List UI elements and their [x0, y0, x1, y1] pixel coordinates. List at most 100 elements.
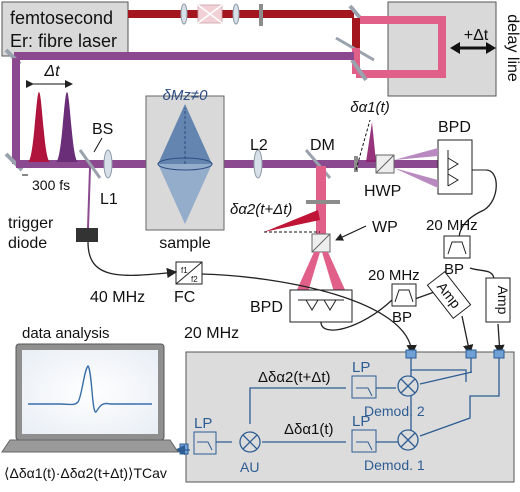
fc-freq-label: 40 MHz — [90, 289, 145, 306]
electronics-box — [185, 351, 515, 483]
sample-cone-lower — [158, 164, 212, 224]
mirror-delay-a — [350, 58, 368, 82]
trigger-diode — [76, 228, 98, 242]
angle1-wedge — [366, 122, 376, 162]
port-out — [179, 443, 189, 455]
fc-f2: f2 — [191, 275, 198, 284]
wollaston-prism-bottom-diag — [311, 233, 331, 253]
correlation-label: ⟨Δδα1(t)·Δδα2(t+Δt)⟩TCav — [4, 465, 167, 481]
laser-label-line1: femtosecond — [10, 8, 113, 28]
lens-l2 — [253, 149, 263, 179]
bandpass-top — [443, 235, 471, 259]
cable-trigger-fc — [87, 241, 178, 279]
bpd-top-beam-b — [394, 168, 438, 188]
laser-box — [1, 1, 129, 57]
bp-mid-label: BP — [392, 309, 412, 326]
demod1-label: Demod. 1 — [364, 457, 425, 473]
cable-amp-right-in — [494, 323, 505, 356]
bpd-top-diodes — [447, 150, 459, 187]
laser-label-line2: Er: fibre laser — [10, 31, 117, 51]
mixer-au-x — [242, 434, 258, 450]
amplifier-right — [485, 277, 511, 323]
cable-bpd-bottom-bp — [320, 299, 393, 331]
cable-amp-left-in — [461, 315, 474, 356]
wp-label: WP — [372, 219, 398, 236]
bandpass-mid-curve — [394, 289, 414, 303]
beam-delay-bottom — [356, 70, 446, 78]
pulse-delay-label: Δt — [43, 63, 60, 80]
correlation-trace — [28, 365, 152, 413]
bpd-bottom-beam-b — [322, 252, 346, 292]
alpha2-label: δα2(t+Δt) — [230, 201, 292, 218]
angle2-wedge — [264, 210, 320, 232]
monitor-screen — [22, 350, 158, 434]
freq-top-label: 20 MHz — [426, 217, 478, 234]
sample-label: sample — [159, 235, 211, 252]
beam-to-trigger — [87, 167, 91, 229]
spf-filter — [259, 4, 263, 26]
mixer-1-x — [400, 432, 416, 448]
au-label: AU — [240, 459, 259, 475]
bpd-bottom-diodes — [298, 299, 344, 311]
wollaston-prism-top-diag — [375, 154, 395, 174]
freq-mid-label: 20 MHz — [368, 267, 420, 284]
bpd-bottom-box — [289, 289, 353, 323]
bandpass-mid — [391, 283, 417, 307]
pulse-width-label: 300 fs — [32, 177, 70, 193]
lowpass-au-curve — [197, 441, 213, 451]
bs-pointer — [93, 137, 103, 153]
lowpass-demod1-curve — [356, 441, 373, 451]
l2-label: L2 — [250, 137, 268, 154]
demod2-label: Demod. 2 — [364, 403, 425, 419]
hwp-top — [354, 156, 358, 172]
pulse-pair — [28, 92, 78, 162]
ppln-lens-left — [180, 3, 188, 25]
amp2-label: Amp — [495, 286, 511, 315]
ppln-hatch — [197, 4, 223, 24]
data-analysis-label: data analysis — [22, 325, 110, 342]
fc-f1: f1 — [181, 266, 188, 275]
alpha1-label: δα1(t) — [350, 99, 389, 116]
hwp-label: HWP — [364, 183, 401, 200]
beam-purple-left — [12, 58, 20, 164]
beam-to-dm — [352, 18, 360, 48]
delay-line-label: delay line — [504, 14, 520, 82]
beam-delay-top — [360, 16, 446, 24]
fc-diag — [175, 261, 203, 285]
cable-fc-ref — [201, 273, 417, 356]
port-sig2 — [465, 349, 477, 359]
bs-label: BS — [92, 121, 113, 138]
lens-l1 — [103, 149, 113, 179]
pulse-second — [56, 92, 78, 162]
bpd-top-box — [437, 139, 473, 195]
lp-b-label: LP — [352, 413, 370, 430]
amplifier-left — [426, 270, 472, 320]
laser-beam — [128, 10, 354, 18]
sig2-label: Δδα2(t+Δt) — [258, 369, 331, 386]
trigger-label-line1: trigger — [8, 215, 54, 232]
dm-mid-label: DM — [310, 137, 335, 154]
beam-purple-top — [14, 52, 354, 60]
l1-label: L1 — [100, 191, 118, 208]
magnetization-label: δMz≠0 — [163, 87, 209, 104]
ref-freq-label: 20 MHz — [184, 325, 239, 342]
bandpass-top-curve — [447, 241, 467, 255]
angle1-line — [355, 119, 371, 171]
bpd-top-label: BPD — [438, 119, 471, 136]
bpd-bottom-beam-a — [296, 252, 320, 292]
beam-delay-retro — [438, 16, 446, 78]
lowpass-demod2 — [351, 375, 377, 399]
mixer-2-x — [400, 378, 416, 394]
lp-c-label: LP — [194, 415, 212, 432]
trigger-label-line2: diode — [8, 235, 47, 252]
lowpass-demod1 — [351, 429, 377, 453]
port-ref — [405, 349, 417, 359]
beam-delay-vertical — [352, 48, 360, 74]
lowpass-au — [193, 431, 217, 455]
wp-pointer — [335, 225, 367, 241]
hwp-bottom — [306, 200, 340, 204]
delay-label: +Δt — [464, 27, 489, 44]
laptop-base — [1, 439, 179, 453]
lowpass-demod2-curve — [356, 387, 373, 397]
